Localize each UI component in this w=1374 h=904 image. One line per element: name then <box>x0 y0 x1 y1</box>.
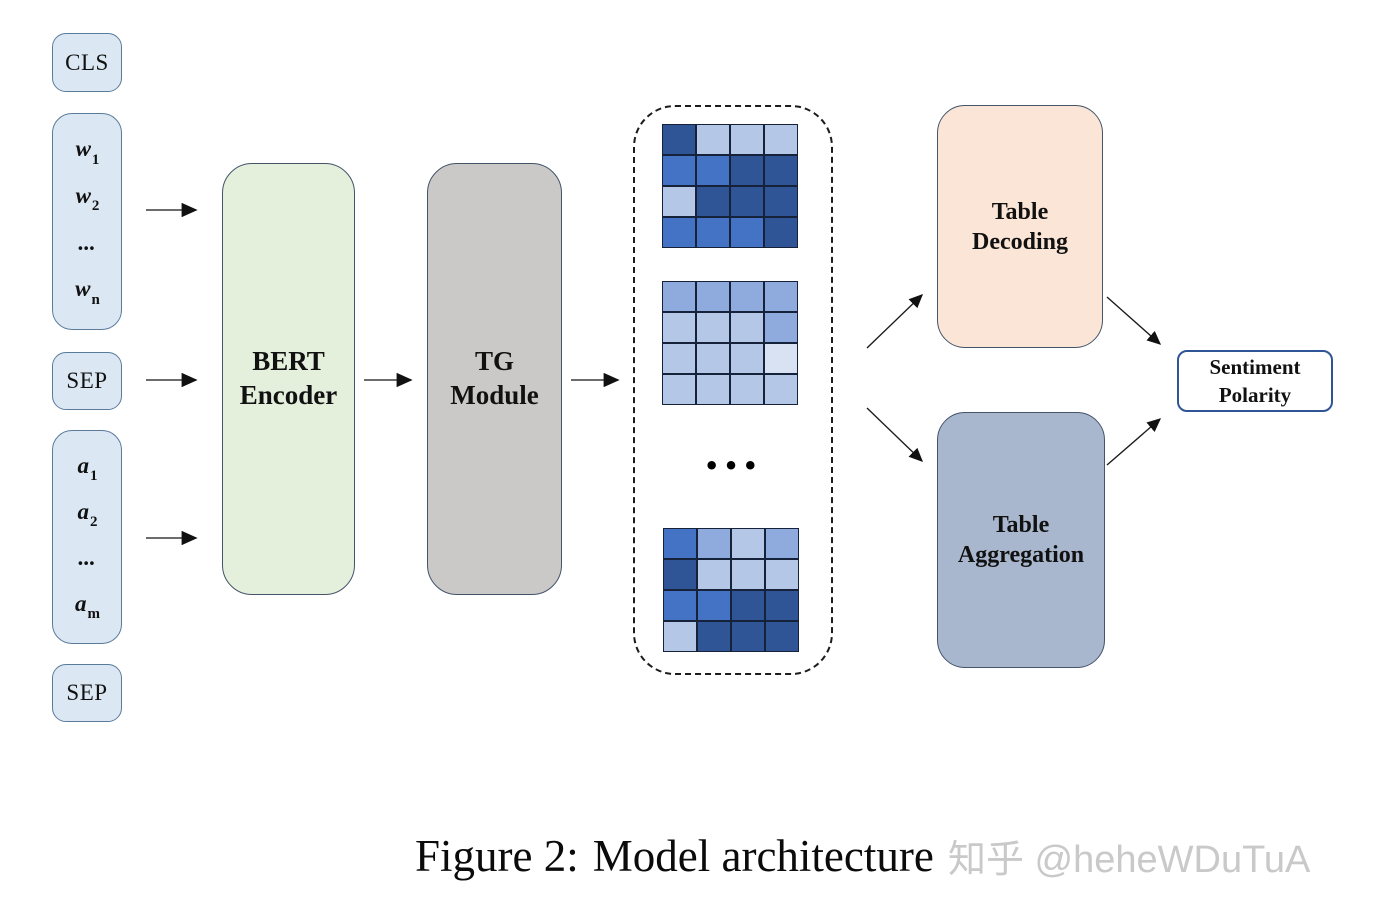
heatmap-cell <box>696 312 730 343</box>
cls-label: CLS <box>65 49 109 75</box>
heatmap-cell <box>764 217 798 248</box>
heatmap-cell <box>730 217 764 248</box>
heatmap-cell <box>662 186 696 217</box>
heatmap-cell <box>697 528 731 559</box>
heatmap-cell <box>696 374 730 405</box>
heatmap-cell <box>662 374 696 405</box>
heatmap-cell <box>663 528 697 559</box>
heatmap-cell <box>730 186 764 217</box>
heatmap-cell <box>764 124 798 155</box>
w-token-n: wn <box>75 276 100 308</box>
heatmap-cell <box>696 124 730 155</box>
decoding-label-line1: Table <box>991 198 1049 225</box>
heatmap-cell <box>730 124 764 155</box>
w-token-2: w2 <box>75 182 100 215</box>
tg-module: TG Module <box>427 163 562 595</box>
arrow-aggregation-to-sentiment <box>1106 418 1162 466</box>
heatmap-cell <box>663 621 697 652</box>
heatmap-cell <box>696 343 730 374</box>
heatmap-cell <box>696 217 730 248</box>
tg-label-line1: TG <box>474 346 514 377</box>
heatmap-cell <box>663 559 697 590</box>
figure-caption-title: Model architecture <box>592 831 934 881</box>
attention-tables-container <box>633 105 833 675</box>
sentiment-label-line1: Sentiment <box>1209 354 1301 379</box>
heatmap-cell <box>764 374 798 405</box>
a-token-1: a1 <box>77 452 98 485</box>
table-decoding-module: Table Decoding <box>937 105 1103 348</box>
heatmap-cell <box>765 559 799 590</box>
input-box-aspect-terms: a1 a2 ... am <box>52 430 122 644</box>
arrow-tables-to-decoding <box>866 294 924 349</box>
attention-table-3 <box>663 528 799 652</box>
heatmap-cell <box>764 155 798 186</box>
heatmap-cell <box>764 343 798 374</box>
heatmap-cell <box>662 312 696 343</box>
heatmap-cell <box>764 312 798 343</box>
heatmap-cell <box>696 186 730 217</box>
sentiment-label-line2: Polarity <box>1218 383 1292 407</box>
a-token-2: a2 <box>77 498 98 531</box>
heatmap-cell <box>764 186 798 217</box>
input-box-sep-bottom: SEP <box>52 664 122 722</box>
bert-label-line1: BERT <box>252 346 325 377</box>
input-box-sep-top: SEP <box>52 352 122 410</box>
heatmap-cell <box>730 343 764 374</box>
aggregation-label-line1: Table <box>992 512 1050 538</box>
heatmap-cell <box>662 217 696 248</box>
decoding-label-line2: Decoding <box>972 228 1068 255</box>
attention-table-2 <box>662 281 798 405</box>
w-token-ellipsis: ... <box>78 229 96 255</box>
heatmap-cell <box>697 621 731 652</box>
heatmap-cell <box>697 559 731 590</box>
heatmap-cell <box>730 374 764 405</box>
tg-label-line2: Module <box>450 380 539 410</box>
a-token-ellipsis: ... <box>78 544 96 570</box>
figure-caption-label: Figure 2: <box>415 831 579 881</box>
heatmap-cell <box>730 281 764 312</box>
aggregation-label-line2: Aggregation <box>957 542 1085 568</box>
arrow-decoding-to-sentiment <box>1106 296 1162 345</box>
sep-bottom-label: SEP <box>66 680 108 705</box>
heatmap-cell <box>697 590 731 621</box>
heatmap-cell <box>730 312 764 343</box>
heatmap-cell <box>662 343 696 374</box>
heatmap-cell <box>696 155 730 186</box>
bert-encoder-module: BERT Encoder <box>222 163 355 595</box>
heatmap-cell <box>730 155 764 186</box>
sentiment-polarity-output: Sentiment Polarity <box>1177 350 1333 412</box>
heatmap-cell <box>765 621 799 652</box>
heatmap-cell <box>662 124 696 155</box>
watermark: 知乎 @heheWDuTuA <box>948 839 1311 881</box>
tables-ellipsis: ••• <box>703 452 763 480</box>
heatmap-cell <box>662 155 696 186</box>
heatmap-cell <box>731 590 765 621</box>
heatmap-cell <box>765 590 799 621</box>
sep-top-label: SEP <box>66 368 108 393</box>
table-aggregation-module: Table Aggregation <box>937 412 1105 668</box>
heatmap-cell <box>731 559 765 590</box>
heatmap-cell <box>765 528 799 559</box>
heatmap-cell <box>662 281 696 312</box>
w-token-1: w1 <box>75 136 100 168</box>
arrow-tables-to-aggregation <box>866 407 924 462</box>
heatmap-cell <box>764 281 798 312</box>
figure-caption: Figure 2: Model architecture <box>415 830 934 882</box>
heatmap-cell <box>696 281 730 312</box>
bert-label-line2: Encoder <box>239 380 338 410</box>
input-box-sentence-words: w1 w2 ... wn <box>52 113 122 330</box>
input-box-cls: CLS <box>52 33 122 92</box>
heatmap-cell <box>731 528 765 559</box>
heatmap-cell <box>731 621 765 652</box>
heatmap-cell <box>663 590 697 621</box>
attention-table-1 <box>662 124 798 248</box>
a-token-m: am <box>75 590 100 623</box>
